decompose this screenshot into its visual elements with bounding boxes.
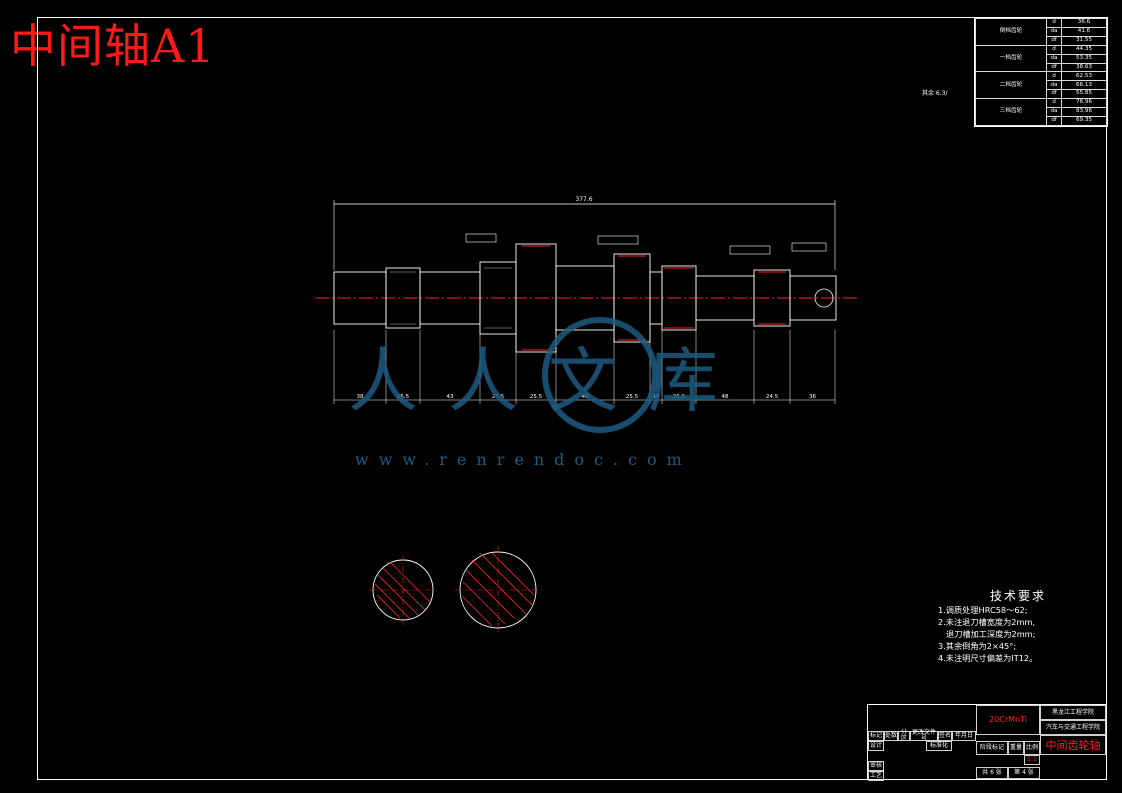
drawing-title: 中间轴A1 <box>10 19 216 73</box>
param-value: 44.35 <box>1061 44 1107 55</box>
tb-scale: 比例 <box>1024 741 1040 755</box>
param-group-label: 倒档齿轮 <box>975 18 1047 46</box>
param-group-label: 二档齿轮 <box>975 71 1047 100</box>
school-line1: 黑龙江工程学院 <box>1040 705 1106 720</box>
material-cell: 20CrMnTi <box>976 705 1040 735</box>
tb-weight: 重量 <box>1008 741 1024 755</box>
tb-sheet: 第 4 张 <box>1008 767 1040 779</box>
segment-dimension-text: 18 <box>653 394 660 400</box>
surface-roughness-note: 其余 6.3/ <box>922 90 948 97</box>
part-name: 中间齿轮轴 <box>1040 735 1106 755</box>
segment-dimension-text: 36 <box>809 394 816 400</box>
tb-design: 设计 <box>868 741 884 751</box>
segment-dimension-text: 25.5 <box>626 394 639 400</box>
segment-dimension-text: 48 <box>722 394 729 400</box>
overall-dimension-text: 377.6 <box>575 196 592 203</box>
tech-heading: 技术要求 <box>989 589 1046 603</box>
tb-process: 工艺 <box>868 771 884 781</box>
param-value: 69.35 <box>1061 115 1107 127</box>
watermark-url: www.renrendoc.com <box>355 450 692 469</box>
tb-scale-value: 1:1 <box>1024 755 1040 765</box>
segment-dimension-text: 25.5 <box>530 394 543 400</box>
segment-dimension-text: 25.5 <box>397 394 410 400</box>
drawing-frame <box>37 17 1107 780</box>
segment-dimension-text: 43 <box>447 394 454 400</box>
param-group-label: 三档齿轮 <box>975 98 1047 126</box>
watermark-circle <box>542 317 658 433</box>
watermark-logo: 人人文库 <box>348 340 748 422</box>
tb-sign: 签名 <box>938 731 952 741</box>
tb-mark: 标记 <box>868 731 884 741</box>
segment-dimension-text: 24.5 <box>766 394 779 400</box>
param-value: 53.35 <box>1061 53 1107 64</box>
section-view-right <box>455 546 541 634</box>
tb-count: 处数 <box>884 731 898 741</box>
title-block: 20CrMnTi 黑龙江工程学院 汽车与交通工程学院 中间齿轮轴 标记 处数 分… <box>867 704 1107 781</box>
tb-review: 审核 <box>868 761 884 771</box>
tech-item: 4.未注明尺寸偏差为IT12。 <box>938 653 1038 663</box>
spline-lines <box>390 267 512 329</box>
segment-dimension-text: 48 <box>582 394 589 400</box>
segment-dimension-text: 38 <box>357 394 364 400</box>
segment-dimension-text: 25.5 <box>492 394 505 400</box>
section-view-left <box>370 555 437 625</box>
tb-sheets: 共 6 张 <box>976 767 1008 779</box>
center-hole <box>814 288 834 308</box>
shaft-outline <box>333 243 837 353</box>
segment-dimension-text: 25.5 <box>673 394 686 400</box>
tech-item: 1.调质处理HRC58～62; <box>938 605 1028 615</box>
param-value: 41.6 <box>1061 26 1107 37</box>
tb-stage-mark: 阶段标记 <box>976 741 1008 755</box>
technical-requirements: 技术要求 1.调质处理HRC58～62; 2.未注退刀槽宽度为2mm, 退刀槽加… <box>938 590 1098 664</box>
tb-date: 年月日 <box>952 731 976 741</box>
tech-item: 2.未注退刀槽宽度为2mm, <box>938 617 1036 627</box>
tb-change-doc: 更改文件号 <box>910 729 938 742</box>
param-value: 31.55 <box>1061 35 1107 46</box>
tb-zone: 分区 <box>898 730 910 742</box>
school-line2: 汽车与交通工程学院 <box>1040 720 1106 735</box>
tech-item: 退刀槽加工深度为2mm; <box>946 629 1036 639</box>
tech-item: 3.其余倒角为2×45°; <box>938 641 1017 651</box>
tb-standardize: 标准化 <box>926 741 952 751</box>
